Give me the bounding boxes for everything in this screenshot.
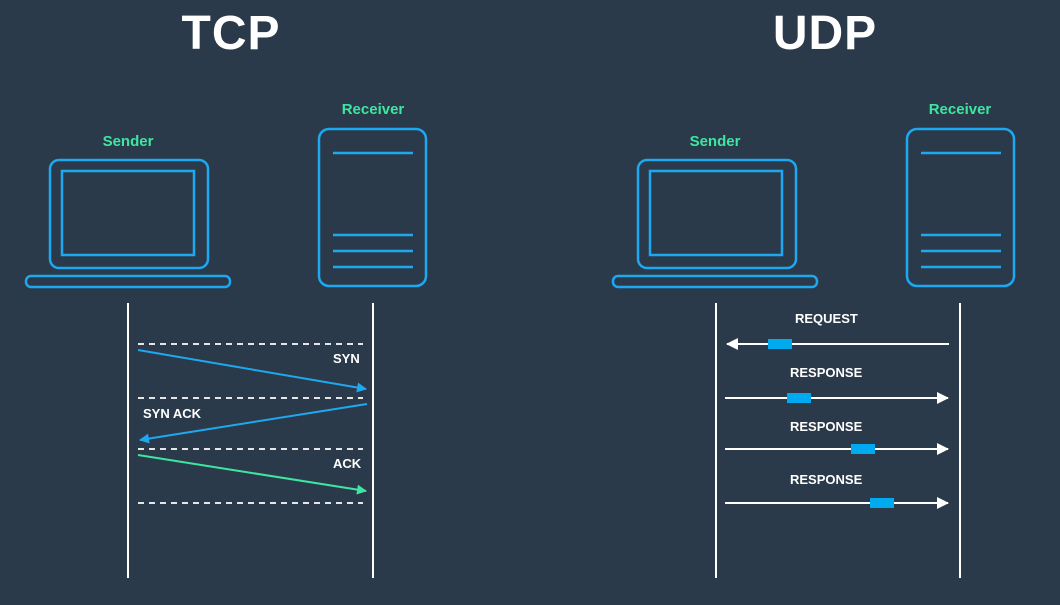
- tcp-ack-label: ACK: [333, 456, 362, 471]
- udp-response-packet-3: [870, 498, 894, 508]
- tcp-receiver-server-icon: [317, 127, 428, 288]
- udp-response-packet-1: [787, 393, 811, 403]
- udp-request-label: REQUEST: [795, 311, 858, 326]
- udp-title: UDP: [772, 7, 878, 60]
- udp-response-label-2: RESPONSE: [790, 419, 863, 434]
- tcp-receiver-label: Receiver: [341, 101, 405, 118]
- tcp-syn-ack-arrow: [139, 403, 368, 444]
- tcp-sender-laptop-icon: [24, 158, 232, 289]
- udp-sender-label: Sender: [689, 133, 741, 150]
- udp-request-packet: [768, 339, 792, 349]
- tcp-title: TCP: [181, 7, 281, 60]
- udp-receiver-label: Receiver: [928, 101, 992, 118]
- udp-response-label-1: RESPONSE: [790, 365, 863, 380]
- udp-response-packet-2: [851, 444, 875, 454]
- tcp-syn-ack-label: SYN ACK: [143, 406, 202, 421]
- tcp-syn-label: SYN: [333, 351, 360, 366]
- tcp-sender-label: Sender: [102, 133, 154, 150]
- udp-sender-laptop-icon: [611, 158, 819, 289]
- tcp-syn-arrow: [137, 349, 367, 393]
- udp-response-label-3: RESPONSE: [790, 472, 863, 487]
- udp-receiver-server-icon: [905, 127, 1016, 288]
- tcp-ack-arrow: [137, 454, 367, 495]
